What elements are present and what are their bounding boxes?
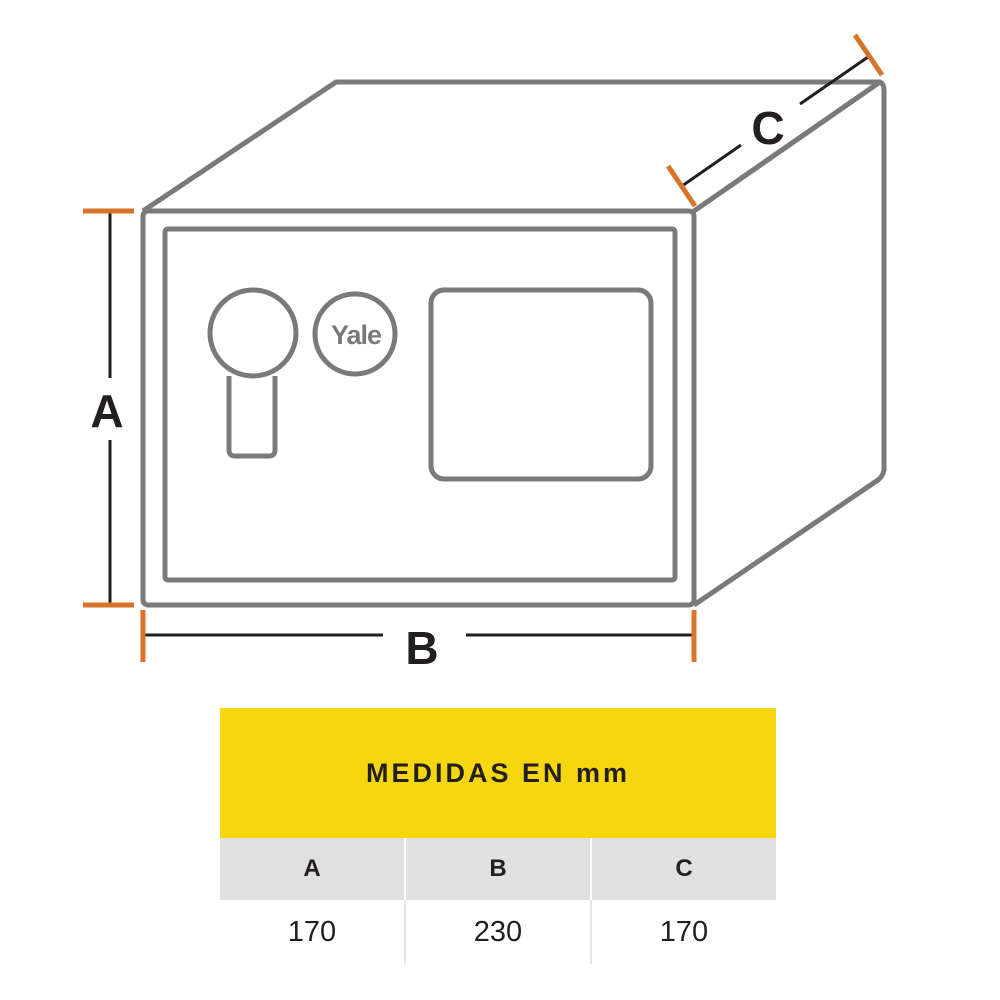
value-b: 230 (404, 900, 590, 964)
dimensions-table-column-headers: A B C (220, 838, 776, 900)
dimension-c: C (665, 33, 885, 208)
safe-dimension-diagram: Yale A B C (83, 33, 887, 674)
keypad-display-panel (428, 287, 654, 482)
safe-door-panel (162, 226, 678, 583)
value-a: 170 (287, 916, 337, 948)
column-header-c: C (590, 838, 776, 900)
dimensions-table-header: MEDIDAS EN mm (220, 708, 776, 838)
dimension-c-tick-lower (665, 164, 698, 208)
dimensions-table-values-row: 170 230 170 (220, 900, 776, 964)
knob-icon (207, 287, 299, 379)
dimensions-table: MEDIDAS EN mm A B C 170 230 170 (220, 708, 776, 964)
key-slot-icon (226, 376, 278, 459)
yale-logo-circle (312, 291, 398, 377)
dimension-a: A (83, 208, 134, 608)
dimension-c-label: C (751, 102, 784, 154)
yale-logo-text: Yale (331, 320, 382, 350)
dimension-a-label: A (90, 385, 123, 437)
dimension-c-tick-upper (852, 33, 885, 77)
dimension-c-line-upper (799, 55, 869, 106)
dimension-c-line-lower (681, 143, 742, 188)
safe-side-face (692, 79, 887, 608)
dimension-b: B (140, 610, 697, 674)
dimension-b-label: B (405, 622, 438, 674)
column-header-b: B (404, 838, 590, 900)
safe-front-face (140, 208, 697, 608)
value-c: 170 (590, 900, 776, 964)
safe-body (140, 79, 887, 608)
dimensions-table-title: MEDIDAS EN mm (365, 757, 631, 788)
column-header-a: A (303, 855, 321, 882)
